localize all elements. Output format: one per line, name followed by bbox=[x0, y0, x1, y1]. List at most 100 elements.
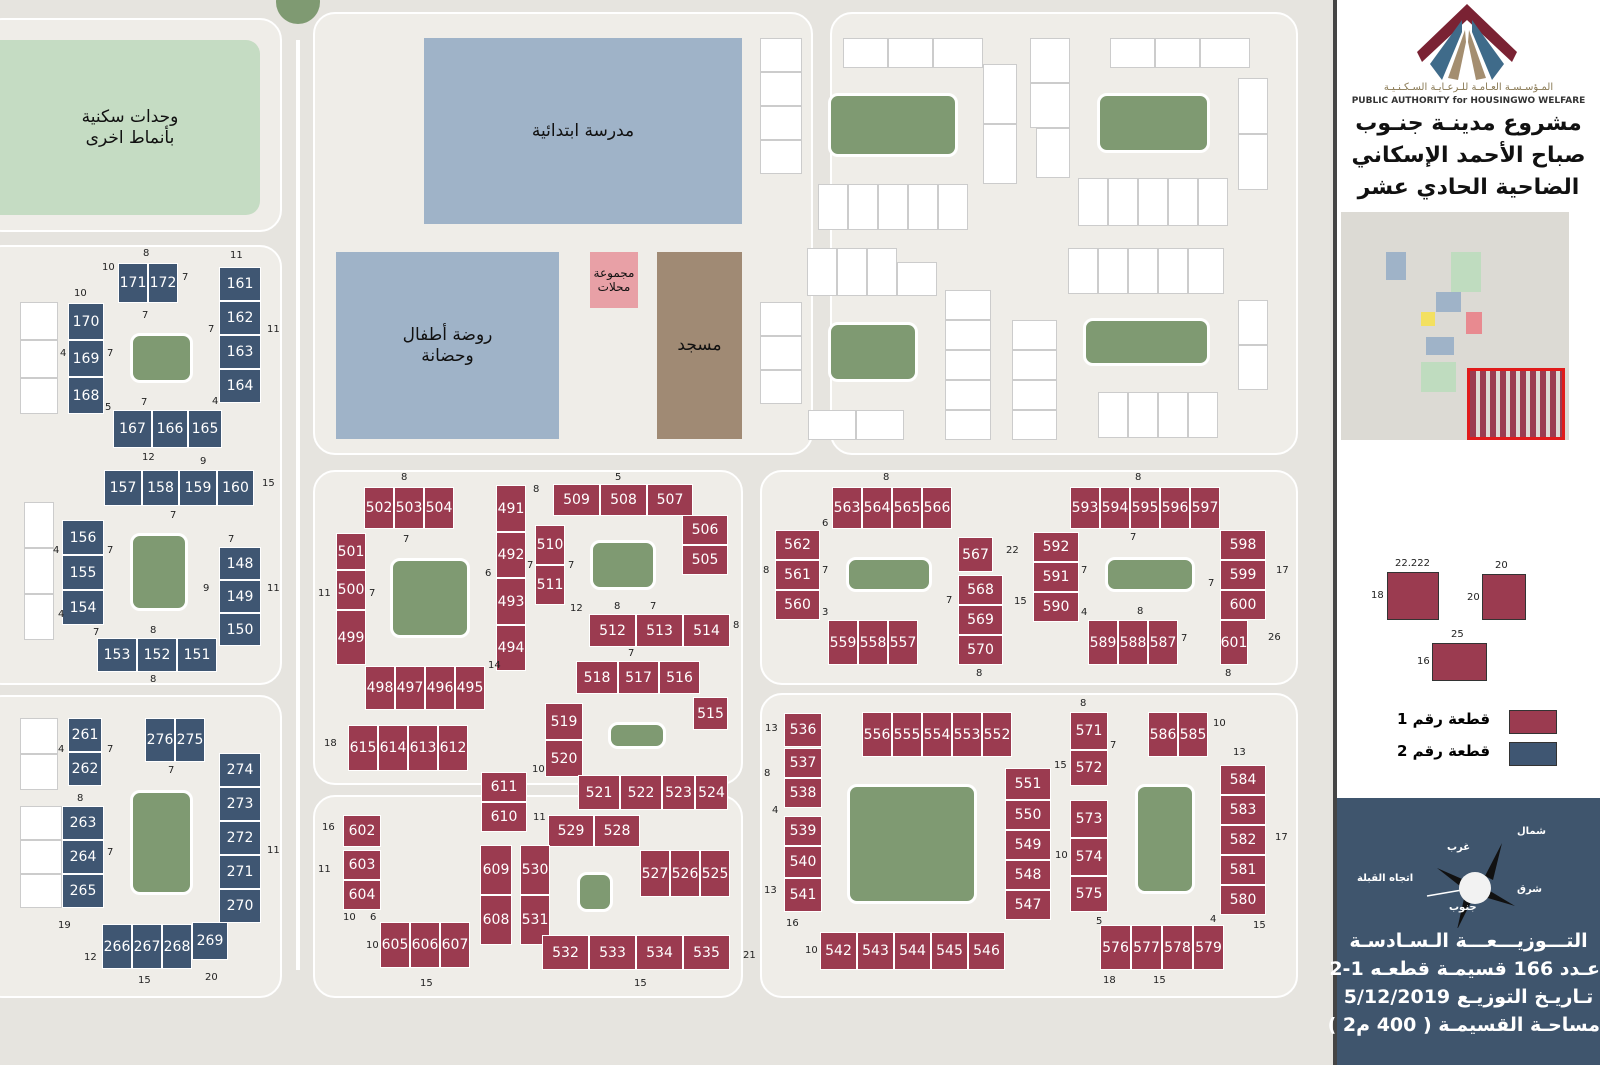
plot-538[interactable]: 538 bbox=[784, 778, 822, 808]
plot-543[interactable]: 543 bbox=[857, 932, 894, 970]
plot-587[interactable]: 587 bbox=[1148, 620, 1178, 665]
plot-584[interactable]: 584 bbox=[1220, 765, 1266, 795]
plot-267[interactable]: 267 bbox=[132, 924, 162, 969]
plot-597[interactable]: 597 bbox=[1190, 487, 1220, 529]
plot-501[interactable]: 501 bbox=[336, 533, 366, 570]
plot-568[interactable]: 568 bbox=[958, 575, 1003, 605]
plot-527[interactable]: 527 bbox=[640, 850, 670, 897]
plot-159[interactable]: 159 bbox=[179, 470, 217, 506]
plot-155[interactable]: 155 bbox=[62, 555, 104, 590]
plot-491[interactable]: 491 bbox=[496, 485, 526, 532]
plot-507[interactable]: 507 bbox=[647, 484, 693, 516]
plot-575[interactable]: 575 bbox=[1070, 876, 1108, 912]
plot-561[interactable]: 561 bbox=[775, 560, 820, 590]
plot-588[interactable]: 588 bbox=[1118, 620, 1148, 665]
plot-541[interactable]: 541 bbox=[784, 878, 822, 912]
plot-563[interactable]: 563 bbox=[832, 487, 862, 529]
plot-516[interactable]: 516 bbox=[659, 661, 700, 694]
plot-595[interactable]: 595 bbox=[1130, 487, 1160, 529]
plot-545[interactable]: 545 bbox=[931, 932, 968, 970]
plot-552[interactable]: 552 bbox=[982, 712, 1012, 757]
plot-150[interactable]: 150 bbox=[219, 613, 261, 646]
plot-578[interactable]: 578 bbox=[1162, 925, 1193, 970]
plot-156[interactable]: 156 bbox=[62, 520, 104, 555]
plot-598[interactable]: 598 bbox=[1220, 530, 1266, 560]
plot-579[interactable]: 579 bbox=[1193, 925, 1224, 970]
plot-502[interactable]: 502 bbox=[364, 487, 394, 529]
plot-264[interactable]: 264 bbox=[62, 840, 104, 874]
plot-534[interactable]: 534 bbox=[636, 935, 683, 970]
plot-506[interactable]: 506 bbox=[682, 515, 728, 545]
plot-275[interactable]: 275 bbox=[175, 718, 205, 762]
plot-537[interactable]: 537 bbox=[784, 748, 822, 778]
plot-153[interactable]: 153 bbox=[97, 638, 137, 672]
plot-170[interactable]: 170 bbox=[68, 303, 104, 340]
plot-564[interactable]: 564 bbox=[862, 487, 892, 529]
plot-529[interactable]: 529 bbox=[548, 815, 594, 847]
plot-558[interactable]: 558 bbox=[858, 620, 888, 665]
plot-148[interactable]: 148 bbox=[219, 547, 261, 580]
plot-613[interactable]: 613 bbox=[408, 725, 438, 771]
plot-505[interactable]: 505 bbox=[682, 545, 728, 575]
plot-553[interactable]: 553 bbox=[952, 712, 982, 757]
plot-591[interactable]: 591 bbox=[1033, 562, 1079, 592]
plot-510[interactable]: 510 bbox=[535, 525, 565, 565]
plot-615[interactable]: 615 bbox=[348, 725, 378, 771]
plot-273[interactable]: 273 bbox=[219, 787, 261, 821]
plot-555[interactable]: 555 bbox=[892, 712, 922, 757]
plot-160[interactable]: 160 bbox=[217, 470, 254, 506]
location-minimap[interactable] bbox=[1341, 212, 1569, 440]
plot-566[interactable]: 566 bbox=[922, 487, 952, 529]
plot-266[interactable]: 266 bbox=[102, 924, 132, 969]
plot-600[interactable]: 600 bbox=[1220, 590, 1266, 620]
plot-565[interactable]: 565 bbox=[892, 487, 922, 529]
plot-165[interactable]: 165 bbox=[188, 410, 222, 448]
plot-539[interactable]: 539 bbox=[784, 816, 822, 846]
plot-573[interactable]: 573 bbox=[1070, 800, 1108, 838]
plot-152[interactable]: 152 bbox=[137, 638, 177, 672]
plot-513[interactable]: 513 bbox=[636, 614, 683, 647]
plot-580[interactable]: 580 bbox=[1220, 885, 1266, 915]
plot-167[interactable]: 167 bbox=[113, 410, 152, 448]
plot-261[interactable]: 261 bbox=[68, 718, 102, 752]
plot-509[interactable]: 509 bbox=[553, 484, 600, 516]
plot-274[interactable]: 274 bbox=[219, 753, 261, 787]
plot-554[interactable]: 554 bbox=[922, 712, 952, 757]
plot-525[interactable]: 525 bbox=[700, 850, 730, 897]
plot-606[interactable]: 606 bbox=[410, 922, 440, 968]
plot-602[interactable]: 602 bbox=[343, 815, 381, 847]
plot-523[interactable]: 523 bbox=[662, 775, 695, 810]
plot-586[interactable]: 586 bbox=[1148, 712, 1178, 757]
plot-556[interactable]: 556 bbox=[862, 712, 892, 757]
plot-535[interactable]: 535 bbox=[683, 935, 730, 970]
plot-498[interactable]: 498 bbox=[365, 666, 395, 710]
plot-540[interactable]: 540 bbox=[784, 846, 822, 878]
plot-551[interactable]: 551 bbox=[1005, 768, 1051, 800]
plot-151[interactable]: 151 bbox=[177, 638, 217, 672]
plot-581[interactable]: 581 bbox=[1220, 855, 1266, 885]
plot-559[interactable]: 559 bbox=[828, 620, 858, 665]
plot-533[interactable]: 533 bbox=[589, 935, 636, 970]
plot-570[interactable]: 570 bbox=[958, 635, 1003, 665]
plot-166[interactable]: 166 bbox=[152, 410, 188, 448]
plot-583[interactable]: 583 bbox=[1220, 795, 1266, 825]
plot-530[interactable]: 530 bbox=[520, 845, 550, 895]
plot-542[interactable]: 542 bbox=[820, 932, 857, 970]
plot-562[interactable]: 562 bbox=[775, 530, 820, 560]
plot-589[interactable]: 589 bbox=[1088, 620, 1118, 665]
plot-154[interactable]: 154 bbox=[62, 590, 104, 625]
plot-163[interactable]: 163 bbox=[219, 335, 261, 369]
plot-610[interactable]: 610 bbox=[481, 802, 527, 832]
plot-544[interactable]: 544 bbox=[894, 932, 931, 970]
plot-515[interactable]: 515 bbox=[693, 697, 728, 730]
plot-536[interactable]: 536 bbox=[784, 713, 822, 747]
plot-492[interactable]: 492 bbox=[496, 532, 526, 578]
plot-158[interactable]: 158 bbox=[142, 470, 179, 506]
plot-567[interactable]: 567 bbox=[958, 537, 993, 572]
plot-549[interactable]: 549 bbox=[1005, 830, 1051, 860]
plot-592[interactable]: 592 bbox=[1033, 532, 1079, 562]
plot-271[interactable]: 271 bbox=[219, 855, 261, 889]
plot-547[interactable]: 547 bbox=[1005, 890, 1051, 920]
plot-161[interactable]: 161 bbox=[219, 267, 261, 301]
plot-526[interactable]: 526 bbox=[670, 850, 700, 897]
